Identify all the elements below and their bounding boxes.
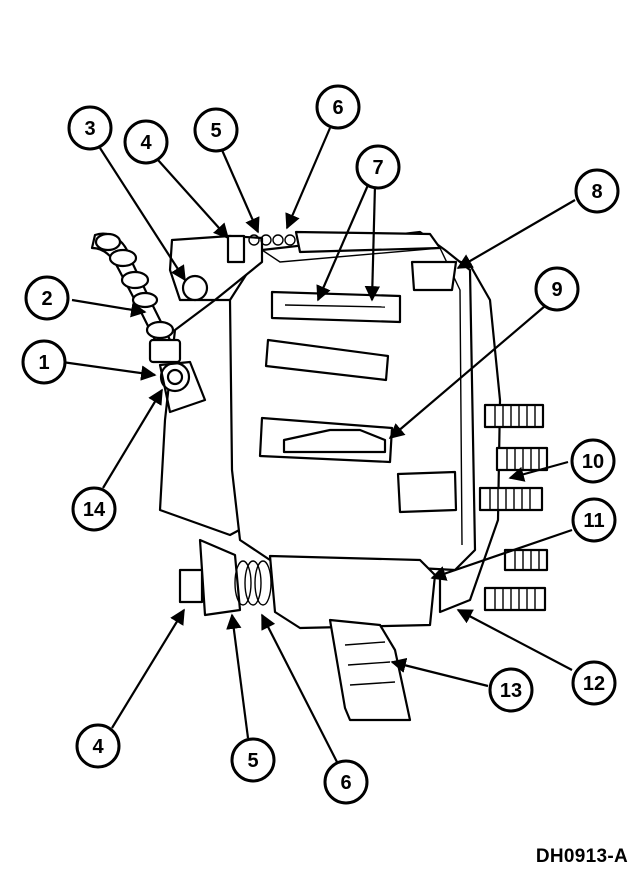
callout-4-upper: 4 — [123, 119, 169, 165]
callout-12: 12 — [571, 660, 617, 706]
brake-hose-assembly — [90, 232, 207, 414]
callout-10: 10 — [570, 438, 616, 484]
callout-4-lower-label: 4 — [92, 736, 104, 758]
callout-5-upper-label: 5 — [210, 120, 221, 142]
callout-12-label: 12 — [583, 673, 605, 695]
callout-14-label: 14 — [83, 499, 106, 521]
wheel-studs — [478, 403, 549, 612]
callout-13: 13 — [488, 667, 534, 713]
callout-6-upper-label: 6 — [332, 97, 343, 119]
splash-shield — [328, 618, 412, 722]
callout-6-upper: 6 — [315, 84, 361, 130]
callout-1-label: 1 — [38, 352, 49, 374]
callout-5-upper: 5 — [193, 107, 239, 153]
callout-2: 2 — [24, 275, 70, 321]
callout-5-lower: 5 — [230, 737, 276, 783]
callout-8: 8 — [574, 168, 620, 214]
callout-6-lower-label: 6 — [340, 772, 351, 794]
callout-6-lower: 6 — [323, 759, 369, 805]
callout-7: 7 — [355, 144, 401, 190]
leader-lines — [61, 127, 576, 763]
callout-9-label: 9 — [551, 279, 562, 301]
callout-7-label: 7 — [372, 157, 383, 179]
callout-5-lower-label: 5 — [247, 750, 258, 772]
callout-2-label: 2 — [41, 288, 52, 310]
upper-guide-pin — [168, 230, 442, 302]
callout-8-label: 8 — [591, 181, 602, 203]
callout-1: 1 — [21, 339, 67, 385]
callout-13-label: 13 — [500, 680, 522, 702]
callout-4-lower: 4 — [75, 723, 121, 769]
callout-3-label: 3 — [84, 118, 95, 140]
callout-11-label: 11 — [583, 510, 604, 532]
callout-4-upper-label: 4 — [140, 132, 152, 154]
lower-guide-pin — [178, 538, 437, 630]
figure-code: DH0913-A — [535, 846, 628, 867]
callout-10-label: 10 — [582, 451, 604, 473]
callout-3: 3 — [67, 105, 113, 151]
caliper-illustration — [90, 230, 549, 722]
callout-11: 11 — [571, 497, 617, 543]
callout-14: 14 — [71, 486, 117, 532]
pad-clip — [282, 428, 387, 454]
callout-9: 9 — [534, 266, 580, 312]
